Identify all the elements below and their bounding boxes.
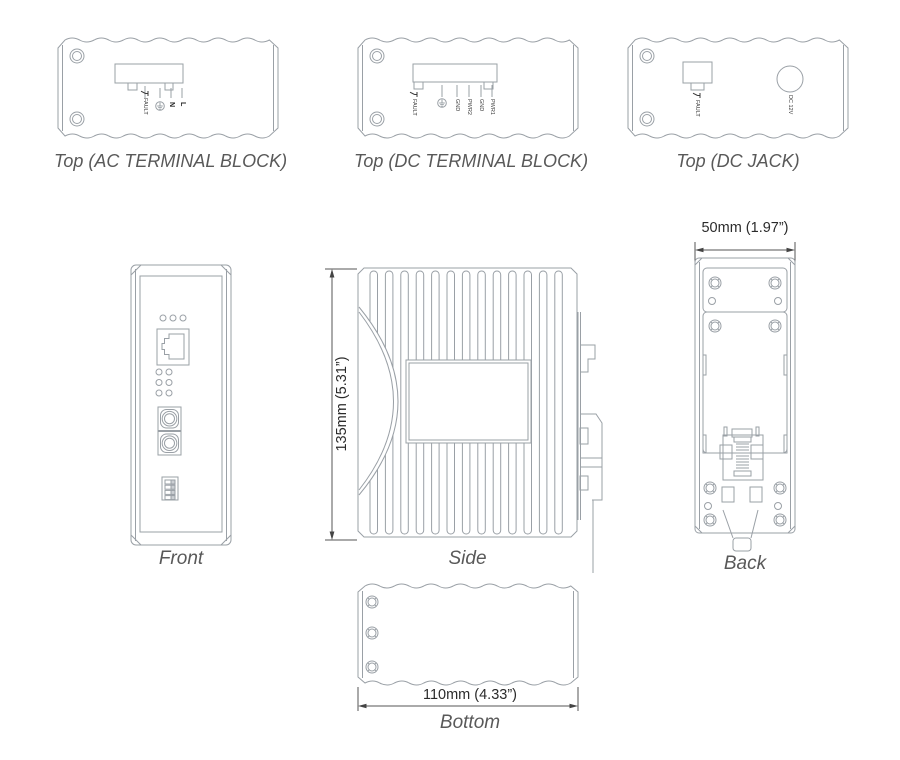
back-bottom-screws (703, 481, 787, 527)
width-dimension-lines (694, 242, 796, 262)
mounting-screw-holes (69, 48, 85, 127)
view-front: Front (128, 262, 234, 574)
caption-top-dc: Top (DC TERMINAL BLOCK) (354, 151, 589, 171)
spring-coil (733, 436, 752, 477)
top-ac-drawing (57, 37, 279, 139)
dc-jack-circle (776, 65, 804, 93)
width-dimension-text: 110mm (4.33”) (422, 687, 517, 703)
relay-contact-icon (409, 91, 418, 97)
dip-switch (161, 476, 179, 501)
ribbed-housing-outline (627, 37, 849, 139)
top-jack-drawing (627, 37, 849, 139)
terminal-label-fault: FAULT (692, 92, 701, 117)
caption-back: Back (723, 553, 767, 574)
view-bottom: 110mm (4.33”) Bottom (355, 580, 585, 748)
rj45-port (156, 328, 190, 366)
relay-contact-icon (692, 92, 701, 98)
ac-terminal-block (114, 63, 184, 98)
view-top-ac-terminal-block: FAULT N L Top (AC TERMINAL BLOCK) (54, 30, 288, 180)
top-dc-drawing (357, 37, 579, 139)
mounting-plate-main (702, 311, 788, 454)
terminal-label-text: FAULT (142, 98, 148, 115)
caption-bottom: Bottom (439, 712, 501, 733)
relay-contact-icon (140, 90, 149, 96)
caption-front: Front (158, 548, 204, 569)
din-rail-clip (577, 312, 603, 573)
terminal-label-gnd2: GND (478, 99, 484, 112)
side-drawing (325, 267, 603, 573)
status-leds-top (159, 314, 187, 322)
view-top-dc-terminal-block: FAULT GND PWR2 GND PWR1 Top (DC TERMINAL… (354, 30, 589, 180)
width-dimension-lines (357, 687, 579, 711)
view-back: 50mm (1.97”) (680, 215, 810, 580)
earth-ground-icon (437, 98, 447, 108)
terminal-label-pwr1: PWR1 (489, 99, 495, 115)
terminal-label-text: FAULT (694, 100, 700, 117)
terminal-label-l: L (179, 102, 186, 107)
terminal-label-fault: FAULT (140, 90, 149, 115)
din-clip-slider (719, 426, 764, 503)
bottom-screws (365, 595, 379, 674)
terminal-label-fault: FAULT (409, 91, 418, 116)
terminal-label-text: FAULT (411, 99, 417, 116)
terminal-label-pwr2: PWR2 (466, 99, 472, 115)
bottom-drawing (357, 583, 579, 711)
view-side: 135mm (5.31”) Side (300, 262, 610, 574)
caption-top-ac: Top (AC TERMINAL BLOCK) (54, 151, 288, 171)
ribbed-housing-outline (357, 583, 579, 686)
mounting-screw-holes (639, 48, 655, 127)
terminal-label-gnd: GND (454, 99, 460, 112)
dc-terminal-block (412, 63, 498, 97)
fault-relay-connector (682, 61, 713, 91)
front-drawing (130, 264, 232, 546)
earth-ground-icon (155, 101, 165, 111)
caption-side: Side (448, 548, 487, 569)
view-top-dc-jack: FAULT DC 12V Top (DC JACK) (624, 30, 852, 180)
mounting-plate-top (702, 267, 788, 313)
label-plate (405, 359, 532, 444)
terminal-label-n: N (168, 102, 175, 108)
side-housing-outline (357, 267, 578, 538)
back-housing-outline (694, 257, 796, 534)
dc-jack-label: DC 12V (787, 95, 793, 115)
din-release-tab (722, 509, 759, 552)
ribbed-housing-outline (357, 37, 579, 139)
width-dimension-text: 50mm (1.97”) (701, 220, 789, 236)
fiber-ports (157, 406, 182, 456)
ribbed-housing-outline (57, 37, 279, 139)
cable-relief-arc (358, 306, 399, 496)
back-drawing (694, 242, 796, 552)
front-housing-outline (130, 264, 232, 546)
status-leds-grid (155, 368, 173, 397)
height-dimension-text: 135mm (5.31”) (334, 356, 350, 452)
height-dimension-lines (325, 268, 357, 541)
caption-top-jack: Top (DC JACK) (676, 151, 800, 171)
mounting-screw-holes (369, 48, 385, 127)
